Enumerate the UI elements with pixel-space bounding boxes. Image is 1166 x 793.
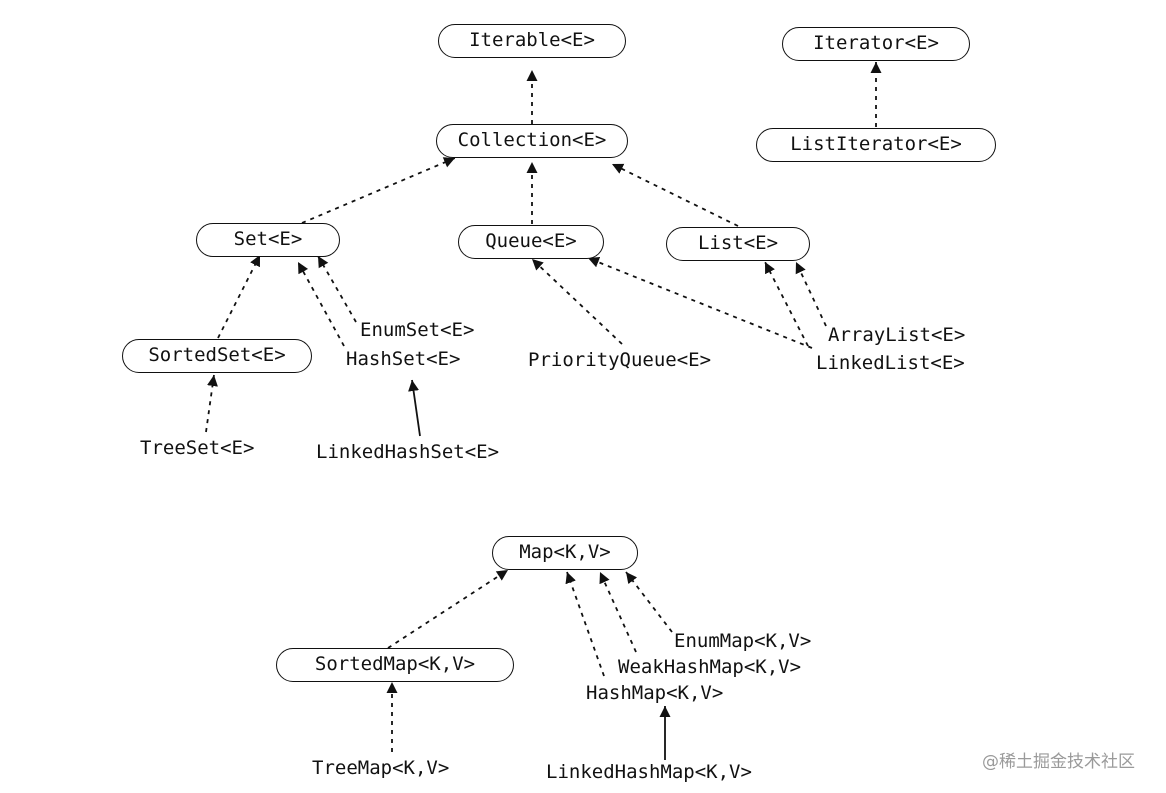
edge-linkedhashset-hashset [408, 379, 421, 437]
class-weak-hash-map: WeakHashMap<K,V> [618, 656, 802, 678]
class-tree-set: TreeSet<E> [140, 437, 255, 459]
class-priority-queue: PriorityQueue<E> [528, 349, 712, 371]
edge-linkedlist-queue [587, 256, 813, 349]
node-iterator: Iterator<E> [782, 27, 970, 61]
class-array-list: ArrayList<E> [828, 324, 966, 346]
node-queue: Queue<E> [458, 225, 604, 259]
class-linked-hash-map: LinkedHashMap<K,V> [546, 761, 752, 783]
edge-treeset-sortedset [205, 374, 218, 433]
node-list: List<E> [666, 227, 810, 261]
edge-linkedlist-list [764, 261, 809, 347]
edge-hashset-set [297, 261, 345, 347]
edge-enumset-set [317, 255, 357, 323]
class-tree-map: TreeMap<K,V> [312, 757, 450, 779]
node-map: Map<K,V> [492, 536, 638, 570]
class-linked-hash-set: LinkedHashSet<E> [316, 441, 500, 463]
node-sorted-set: SortedSet<E> [122, 339, 312, 373]
node-sorted-map: SortedMap<K,V> [276, 648, 514, 682]
edge-list-collection [611, 163, 739, 227]
edge-set-collection [301, 157, 456, 224]
edge-weakhashmap-map [599, 571, 637, 653]
class-hash-set: HashSet<E> [346, 348, 461, 370]
edge-arraylist-list [795, 261, 827, 327]
watermark: @稀土掘金技术社区 [982, 752, 1135, 772]
class-enum-map: EnumMap<K,V> [674, 630, 812, 652]
class-linked-list: LinkedList<E> [816, 352, 965, 374]
node-list-iterator: ListIterator<E> [756, 128, 996, 162]
class-hash-map: HashMap<K,V> [586, 682, 724, 704]
node-iterable: Iterable<E> [438, 24, 626, 58]
edge-hashmap-map [565, 571, 605, 677]
node-collection: Collection<E> [436, 124, 628, 158]
class-enum-set: EnumSet<E> [360, 319, 475, 341]
edge-sortedset-set [217, 254, 261, 339]
edge-sortedmap-map [387, 569, 509, 649]
edge-priorityqueue-queue [531, 258, 623, 345]
edge-enummap-map [625, 571, 673, 633]
node-set: Set<E> [196, 223, 340, 257]
